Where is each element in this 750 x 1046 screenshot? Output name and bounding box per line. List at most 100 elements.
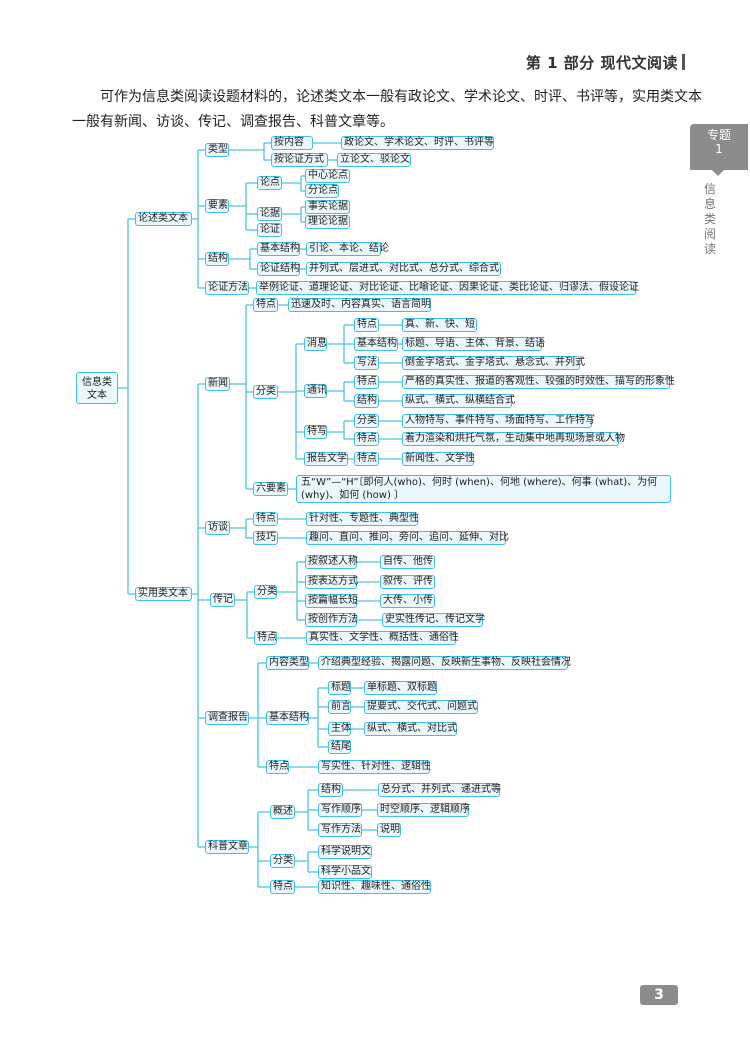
mindmap-node: 信息类文本 (76, 372, 118, 404)
mindmap-node: 论点 (257, 176, 282, 190)
mindmap-node: 新闻 (205, 377, 230, 391)
mindmap-detail-box: 真实性、文学性、概括性、通俗性 (306, 631, 459, 645)
mindmap-node: 论述类文本 (135, 212, 192, 226)
mindmap-node: 分类 (270, 854, 295, 868)
mindmap-node: 技巧 (253, 531, 278, 545)
mindmap-detail-box: 五“W”—“H”〔即何人(who)、何时 (when)、何地 (where)、何… (296, 475, 671, 503)
mindmap-node: 消息 (304, 337, 327, 351)
mindmap-node: 按叙述人称 (305, 555, 358, 569)
topic-tab[interactable]: 专题 1 (690, 124, 748, 170)
mindmap-node: 传记 (210, 593, 235, 607)
mindmap-node: 按论证方式 (271, 153, 328, 167)
mindmap-node: 六要素 (253, 482, 288, 496)
mindmap-detail-box: 立论文、驳论文 (337, 153, 411, 167)
mindmap-detail-box: 针对性、专题性、典型性 (306, 512, 419, 526)
mindmap-node: 特点 (270, 880, 295, 894)
mindmap-node: 特点 (354, 432, 379, 446)
mindmap-detail-box: 政论文、学术论文、时评、书评等 (341, 136, 494, 150)
mindmap-node: 中心论点 (305, 169, 350, 183)
mindmap-node: 写作顺序 (318, 803, 362, 817)
mindmap-node: 结构 (318, 783, 343, 797)
mindmap-node: 结尾 (328, 740, 351, 754)
mindmap-node: 基本结构 (257, 242, 300, 256)
mindmap-node: 按篇幅长短 (305, 594, 358, 608)
mindmap-node: 论证结构 (257, 262, 300, 276)
mindmap-node: 写法 (354, 356, 379, 370)
mindmap-node: 结构 (354, 394, 379, 408)
mindmap-node: 论据 (257, 207, 282, 221)
mindmap-detail-box: 说明 (377, 823, 401, 837)
mindmap-node: 类型 (205, 143, 229, 157)
mindmap-node: 分类 (354, 414, 379, 428)
mindmap-detail-box: 并列式、层进式、对比式、总分式、综合式 (306, 262, 501, 276)
mindmap-node: 要素 (205, 199, 229, 213)
mindmap-node: 分类 (253, 385, 278, 399)
page-number: 3 (640, 985, 678, 1005)
topic-number: 1 (715, 142, 723, 156)
mindmap-node: 分论点 (305, 184, 339, 198)
mindmap-node: 科学说明文 (318, 845, 372, 859)
mindmap-detail-box: 趣问、直问、推问、旁问、追问、延伸、对比 (306, 531, 509, 545)
mindmap-node: 理论论据 (305, 215, 350, 229)
mindmap-detail-box: 人物特写、事件特写、场面特写、工作特写 (402, 414, 595, 428)
mindmap-detail-box: 举例论证、道理论证、对比论证、比喻论证、因果论证、类比论证、归谬法、假设论证 (256, 281, 639, 295)
mindmap-detail-box: 倒金字塔式、金字塔式、悬念式、并列式 (402, 356, 585, 370)
mindmap-detail-box: 总分式、并列式、递进式等 (378, 783, 501, 797)
mindmap-node: 访谈 (205, 521, 230, 535)
mindmap-detail-box: 迅速及时、内容真实、语言简明 (288, 298, 431, 312)
mindmap-node: 特点 (354, 375, 379, 389)
mindmap-node: 特写 (304, 425, 327, 439)
mindmap-detail-box: 时空顺序、逻辑顺序 (377, 803, 470, 817)
mindmap-node: 特点 (354, 318, 379, 332)
mindmap-node: 前言 (328, 700, 351, 714)
mindmap-node: 调查报告 (205, 711, 249, 725)
mindmap-node: 写作方法 (318, 823, 362, 837)
mindmap-node: 通讯 (304, 384, 327, 398)
mindmap-node: 科学小品文 (318, 865, 372, 879)
mindmap-node: 基本结构 (354, 337, 398, 351)
mindmap-node: 报告文学 (304, 452, 348, 466)
mindmap-detail-box: 史实性传记、传记文学 (382, 613, 485, 627)
mindmap-node: 事实论据 (305, 200, 350, 214)
mindmap-node: 科普文章 (205, 840, 249, 854)
mindmap-detail-box: 单标题、双标题 (364, 681, 437, 695)
topic-title: 信息类阅读 (703, 182, 716, 256)
mindmap-node: 实用类文本 (135, 587, 192, 601)
mindmap-detail-box: 自传、他传 (380, 555, 435, 569)
mindmap-node: 特点 (354, 452, 379, 466)
mindmap-detail-box: 真、新、快、短 (402, 318, 477, 332)
intro-line-1: 可作为信息类阅读设题材料的，论述类文本一般有政论文、学术论文、时评、书评等，实用… (100, 89, 702, 105)
mindmap-detail-box: 引论、本论、结论 (306, 242, 389, 256)
mindmap-detail-box: 标题、导语、主体、背景、结语 (402, 337, 545, 351)
intro-line-2: 一般有新闻、访谈、传记、调查报告、科普文章等。 (72, 114, 394, 130)
header-bar (682, 54, 685, 70)
mindmap-node: 基本结构 (266, 711, 309, 725)
mindmap-detail-box: 知识性、趣味性、通俗性 (318, 880, 431, 894)
mindmap-node: 特点 (266, 760, 289, 774)
mindmap-node: 特点 (254, 631, 277, 645)
mindmap-detail-box: 介绍典型经验、揭露问题、反映新生事物、反映社会情况 (318, 656, 571, 670)
mindmap-detail-box: 严格的真实性、报道的客观性、较强的时效性、描写的形象性 (402, 375, 675, 389)
mindmap-detail-box: 新闻性、文学性 (402, 452, 475, 466)
mindmap-detail-box: 着力渲染和烘托气氛，生动集中地再现场景或人物 (402, 432, 625, 446)
mindmap-node: 论证 (257, 223, 282, 237)
mindmap-detail-box: 提要式、交代式、问题式 (364, 700, 478, 714)
mindmap-detail-box: 纵式、横式、对比式 (364, 722, 457, 736)
section-header: 第 1 部分 现代文阅读 (525, 54, 678, 72)
mindmap-detail-box: 写实性、针对性、逻辑性 (318, 760, 431, 774)
mindmap-node: 按创作方法 (305, 613, 358, 627)
mindmap-node: 特点 (253, 512, 278, 526)
mindmap-detail-box: 纵式、横式、纵横结合式 (402, 394, 515, 408)
mindmap-node: 内容类型 (266, 656, 309, 670)
mindmap-detail-box: 叙传、评传 (380, 575, 435, 589)
mindmap-node: 标题 (328, 681, 351, 695)
tab-pointer-icon (712, 170, 724, 176)
mindmap-node: 论证方法 (205, 281, 249, 295)
mindmap-node: 按表达方式 (305, 575, 358, 589)
mindmap-detail-box: 大传、小传 (380, 594, 435, 608)
mindmap-node: 按内容 (271, 136, 313, 150)
mindmap-node: 概述 (270, 805, 295, 819)
mindmap-node: 分类 (254, 585, 277, 599)
topic-label: 专题 (706, 128, 731, 142)
